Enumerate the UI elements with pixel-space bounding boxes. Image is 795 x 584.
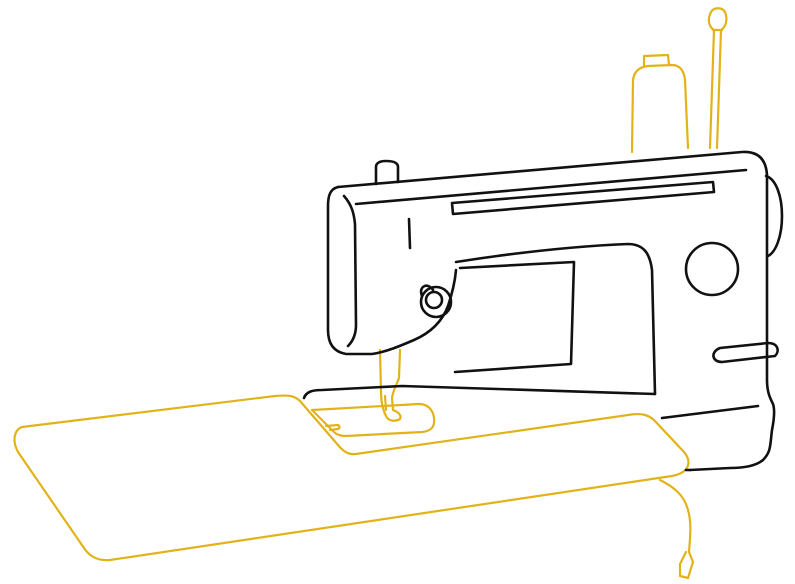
handwheel xyxy=(764,174,784,258)
bed-front xyxy=(660,404,760,420)
thread-spool xyxy=(630,63,690,154)
feed-dog-slot xyxy=(324,423,341,432)
needle xyxy=(383,394,388,412)
tension-dial-hook xyxy=(419,284,435,298)
extension-table xyxy=(13,394,690,562)
bobbin-winder-knob xyxy=(374,159,400,186)
thread-guide-rod xyxy=(707,7,728,150)
machine-housing xyxy=(336,150,776,472)
base-line xyxy=(302,384,657,400)
head-indicator xyxy=(407,217,412,250)
stitch-knob-icon xyxy=(684,241,740,297)
head-left-cap xyxy=(326,185,458,356)
machine-body xyxy=(302,150,784,472)
head-face-panel xyxy=(342,194,358,348)
tension-dial-outer-icon xyxy=(419,285,453,319)
accent-parts xyxy=(13,7,728,580)
top-ridge xyxy=(354,168,748,206)
top-slot xyxy=(450,180,716,216)
arm-opening xyxy=(453,260,576,374)
throat-plate xyxy=(310,402,436,438)
arm-underside xyxy=(454,242,657,396)
tension-dial-inner-icon xyxy=(424,290,444,310)
reverse-lever xyxy=(712,341,779,364)
power-cord xyxy=(658,478,695,580)
spool-top xyxy=(642,53,671,68)
presser-foot xyxy=(378,348,402,422)
